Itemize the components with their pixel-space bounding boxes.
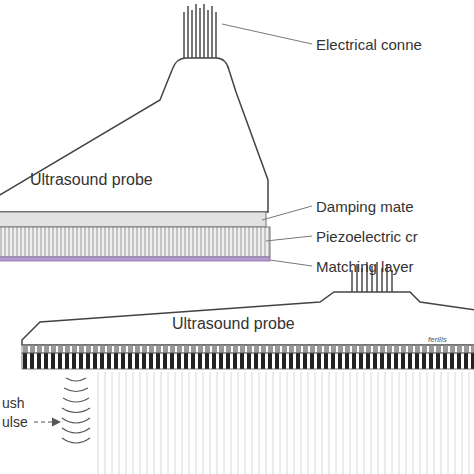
- beam-line: [343, 372, 344, 474]
- beam-line: [140, 372, 141, 474]
- beam-line: [203, 372, 204, 474]
- beam-line: [266, 372, 267, 474]
- part-label: Matching layer: [316, 259, 414, 274]
- beam-line: [315, 372, 316, 474]
- beam-line: [413, 372, 414, 474]
- beam-line: [427, 372, 428, 474]
- beam-line: [112, 372, 113, 474]
- probe-housing: [0, 58, 268, 212]
- pulse-arrow: [34, 421, 60, 422]
- beam-line: [217, 372, 218, 474]
- beam-line: [329, 372, 330, 474]
- piezo-crystal: [0, 227, 270, 257]
- beam-line: [224, 372, 225, 474]
- pulse-label: ulse: [2, 415, 28, 429]
- beam-line: [385, 372, 386, 474]
- pulse-label: ush: [2, 396, 25, 410]
- beam-line: [364, 372, 365, 474]
- beam-line: [154, 372, 155, 474]
- beam-line: [406, 372, 407, 474]
- beam-line: [455, 372, 456, 474]
- beam-line: [252, 372, 253, 474]
- beam-line: [147, 372, 148, 474]
- beam-line: [280, 372, 281, 474]
- beam-line: [350, 372, 351, 474]
- watermark-text: ferilis: [428, 336, 447, 344]
- part-label: Electrical conne: [316, 37, 422, 52]
- matching-layer: [0, 257, 270, 261]
- beam-line: [392, 372, 393, 474]
- beam-line: [469, 372, 470, 474]
- beam-line: [462, 372, 463, 474]
- beam-line: [189, 372, 190, 474]
- beam-line: [182, 372, 183, 474]
- array-probe-housing: [22, 292, 474, 345]
- beam-line: [126, 372, 127, 474]
- beam-line: [301, 372, 302, 474]
- beam-line: [105, 372, 106, 474]
- beam-line: [441, 372, 442, 474]
- beam-line: [399, 372, 400, 474]
- beam-line: [273, 372, 274, 474]
- beam-line: [259, 372, 260, 474]
- beam-line: [357, 372, 358, 474]
- beam-line: [210, 372, 211, 474]
- pulse-wavefronts: [62, 378, 90, 443]
- part-label: Damping mate: [316, 199, 414, 214]
- beam-line: [133, 372, 134, 474]
- beam-line: [175, 372, 176, 474]
- beam-line: [119, 372, 120, 474]
- beam-line: [245, 372, 246, 474]
- beam-line: [287, 372, 288, 474]
- beam-line: [196, 372, 197, 474]
- beam-line: [371, 372, 372, 474]
- leader-lines: [222, 24, 312, 266]
- beam-line: [434, 372, 435, 474]
- beam-line: [448, 372, 449, 474]
- beam-line: [294, 372, 295, 474]
- beam-line: [231, 372, 232, 474]
- beam-line: [161, 372, 162, 474]
- beam-line: [308, 372, 309, 474]
- beam-line: [168, 372, 169, 474]
- transducer-elements: [22, 353, 474, 369]
- array-backing: [22, 345, 474, 353]
- beam-line: [336, 372, 337, 474]
- beam-line: [322, 372, 323, 474]
- beam-line: [420, 372, 421, 474]
- beam-line: [378, 372, 379, 474]
- probe-label: Ultrasound probe: [30, 172, 153, 188]
- beam-lines: [98, 372, 469, 474]
- electrical-wires: [184, 4, 216, 58]
- probe-label: Ultrasound probe: [172, 316, 295, 332]
- beam-line: [98, 372, 99, 474]
- damping-layer: [0, 212, 266, 227]
- beam-line: [238, 372, 239, 474]
- part-label: Piezoelectric cr: [316, 229, 418, 244]
